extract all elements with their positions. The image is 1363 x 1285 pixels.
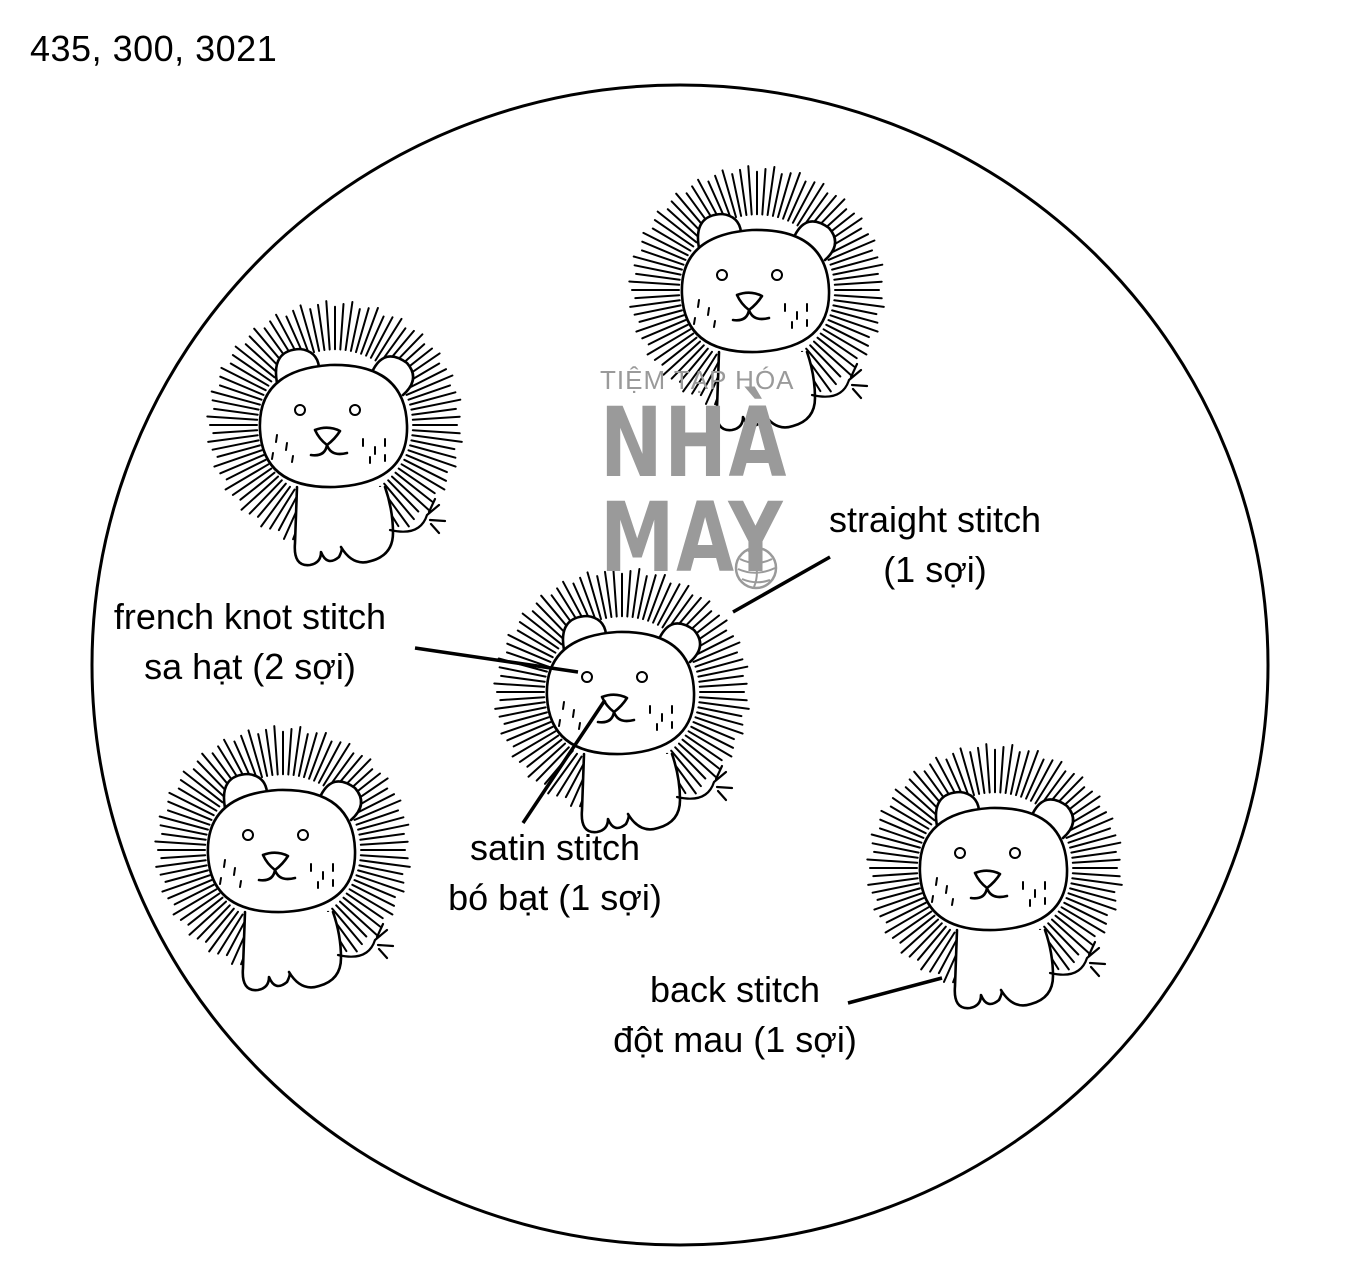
lion-head — [206, 788, 357, 914]
lion-eye — [294, 404, 306, 416]
lion-eye — [581, 671, 593, 683]
lion-ear-right — [793, 220, 837, 262]
callout-straight-stitch-name: straight stitch — [828, 499, 1042, 540]
lion-head — [680, 228, 831, 354]
watermark-nha: NHÀ — [600, 387, 788, 499]
lion-body — [293, 485, 395, 567]
lion-eye — [771, 269, 783, 281]
callout-satin-stitch-name: satin stitch — [469, 827, 641, 868]
lion-cheek-stitches — [693, 299, 808, 329]
callout-french-knot-stitch-detail: sa hạt (2 sợi) — [144, 646, 356, 687]
lion-ear-right — [658, 622, 702, 664]
lion-head — [918, 806, 1069, 932]
lion-motif — [628, 165, 885, 432]
leader-french-knot-stitch — [414, 646, 579, 674]
lion-ear-right — [371, 355, 415, 397]
lion-mouth — [969, 886, 1009, 900]
lion-cheek-stitches — [219, 859, 334, 889]
lion-motif — [866, 743, 1123, 1010]
lion-mouth — [309, 443, 349, 457]
callout-straight-stitch: straight stitch (1 sợi) — [790, 495, 1080, 595]
yarn-ball-icon — [734, 536, 778, 590]
lion-tail — [1048, 940, 1107, 978]
callout-back-stitch-detail: đột mau (1 sợi) — [613, 1019, 857, 1060]
lion-tail — [388, 497, 447, 535]
lion-nose — [973, 869, 1002, 890]
lion-eye — [716, 269, 728, 281]
lion-eye — [349, 404, 361, 416]
lion-head — [545, 630, 696, 756]
lion-body — [241, 910, 343, 992]
callout-satin-stitch: satin stitch bó bạt (1 sợi) — [420, 823, 690, 923]
lion-eye — [636, 671, 648, 683]
lion-mouth — [596, 710, 636, 724]
lion-eye — [297, 829, 309, 841]
leader-back-stitch — [847, 976, 943, 1005]
leader-satin-stitch — [521, 699, 607, 824]
lion-nose — [735, 291, 764, 312]
lion-nose — [313, 426, 342, 447]
callout-satin-stitch-detail: bó bạt (1 sợi) — [448, 877, 662, 918]
lion-cheek-stitches — [558, 701, 673, 731]
callout-french-knot-stitch: french knot stitch sa hạt (2 sợi) — [90, 592, 410, 692]
lion-eye — [242, 829, 254, 841]
lion-ear-right — [1031, 798, 1075, 840]
embroidery-hoop-outline — [90, 83, 1270, 1247]
lion-motif — [493, 567, 750, 834]
leader-straight-stitch — [732, 555, 831, 614]
watermark-may: MAY — [600, 482, 785, 594]
callout-back-stitch-name: back stitch — [649, 969, 821, 1010]
lion-cheek-stitches — [931, 877, 1046, 907]
callout-straight-stitch-detail: (1 sợi) — [883, 549, 987, 590]
lion-head — [258, 363, 409, 489]
lion-mouth — [257, 868, 297, 882]
lion-body — [953, 928, 1055, 1010]
lion-eye — [954, 847, 966, 859]
lion-ear-right — [319, 780, 363, 822]
callout-back-stitch: back stitch đột mau (1 sợi) — [590, 965, 880, 1065]
lion-cheek-stitches — [271, 434, 386, 464]
lion-tail — [675, 764, 734, 802]
lion-body — [715, 350, 817, 432]
lion-nose — [600, 693, 629, 714]
callout-french-knot-stitch-name: french knot stitch — [113, 596, 387, 637]
lion-eye — [1009, 847, 1021, 859]
lion-tail — [336, 922, 395, 960]
thread-color-codes: 435, 300, 3021 — [30, 28, 278, 69]
lion-motif — [154, 725, 411, 992]
lion-motif — [206, 300, 463, 567]
lion-tail — [810, 362, 869, 400]
watermark-shop-name: TIỆM TẠP HÓA — [600, 365, 795, 395]
lion-body — [580, 752, 682, 834]
lion-mouth — [731, 308, 771, 322]
lion-nose — [261, 851, 290, 872]
